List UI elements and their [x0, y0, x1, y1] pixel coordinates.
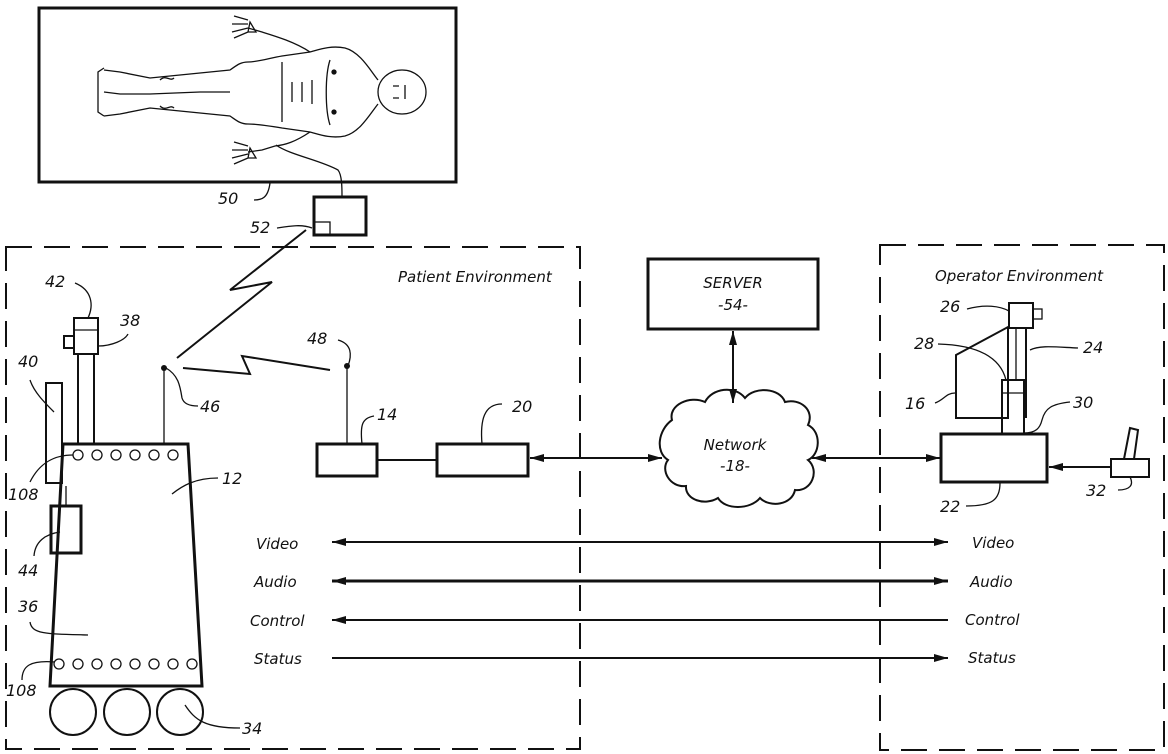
- label-108-top: 108: [8, 485, 39, 504]
- label-24: 24: [1083, 338, 1103, 357]
- label-12: 12: [222, 469, 242, 488]
- label-46: 46: [200, 397, 220, 416]
- label-26: 26: [940, 297, 960, 316]
- base-station: [317, 444, 377, 476]
- leader-38: [98, 334, 128, 346]
- label-22: 22: [940, 497, 960, 516]
- robot-monitor: [46, 383, 62, 483]
- leader-108-top: [30, 455, 73, 482]
- leader-16: [935, 393, 955, 403]
- label-20: 20: [512, 397, 532, 416]
- operator-speaker: [1002, 380, 1024, 434]
- leader-28: [938, 344, 1006, 380]
- label-42: 42: [45, 272, 65, 291]
- label-38: 38: [120, 311, 140, 330]
- server-title: SERVER: [703, 274, 763, 292]
- leader-20: [482, 404, 502, 444]
- label-44: 44: [18, 561, 38, 580]
- robot-body: [50, 444, 202, 686]
- remote-station: [941, 434, 1047, 482]
- label-30: 30: [1073, 393, 1093, 412]
- wheel: [104, 689, 150, 735]
- operator-environment-label: Operator Environment: [935, 267, 1104, 285]
- network-title: Network: [704, 436, 768, 454]
- channel-label-right-video: Video: [972, 534, 1014, 552]
- robot-camera-lens: [64, 336, 74, 348]
- robot-camera: [74, 318, 98, 354]
- remote-camera: [1009, 303, 1033, 328]
- joystick-stick: [1124, 428, 1138, 459]
- operator-environment-boundary: [880, 245, 1164, 750]
- leader-36: [30, 622, 88, 635]
- leader-40: [30, 380, 54, 412]
- remote-camera-lens: [1033, 309, 1042, 319]
- label-52: 52: [250, 218, 270, 237]
- wheel: [157, 689, 203, 735]
- wireless-link-sensor: [177, 230, 306, 358]
- leader-22: [966, 483, 1000, 506]
- label-48: 48: [307, 329, 327, 348]
- router: [437, 444, 528, 476]
- wheel: [50, 689, 96, 735]
- channel-label-left-control: Control: [250, 612, 305, 630]
- leader-30: [1024, 402, 1070, 433]
- sensor-cable: [276, 145, 342, 196]
- sensor-ring-bottom: [54, 659, 197, 669]
- leader-42: [75, 283, 91, 318]
- leader-46: [166, 368, 198, 406]
- label-34: 34: [242, 719, 262, 738]
- robot: [46, 318, 203, 735]
- network-ref: -18-: [720, 457, 750, 475]
- label-32: 32: [1086, 481, 1106, 500]
- sensor-unit: [314, 197, 366, 235]
- leader-24: [1030, 347, 1078, 350]
- leader-26: [967, 306, 1009, 311]
- label-16: 16: [905, 394, 925, 413]
- leader-12: [172, 478, 218, 494]
- leader-48: [338, 340, 350, 366]
- leader-34: [185, 705, 240, 728]
- patient-environment-label: Patient Environment: [398, 268, 553, 286]
- channel-label-left-status: Status: [254, 650, 302, 668]
- patient-figure: [98, 16, 426, 164]
- channels: Video Audio Control Status Video Audio C…: [250, 534, 1020, 668]
- label-14: 14: [377, 405, 397, 424]
- channel-label-right-audio: Audio: [969, 573, 1013, 591]
- label-50: 50: [218, 189, 238, 208]
- channel-label-left-video: Video: [256, 535, 298, 553]
- joystick-base: [1111, 459, 1149, 477]
- camera-mast: [78, 354, 94, 444]
- operator-monitor: [956, 327, 1008, 418]
- patient-environment-boundary: [6, 247, 580, 749]
- server-box: [648, 259, 818, 329]
- label-40: 40: [18, 352, 38, 371]
- leader-32: [1118, 477, 1132, 490]
- server-ref: -54-: [718, 296, 748, 314]
- sensor-ring-top: [73, 450, 178, 460]
- wireless-link-base: [183, 356, 330, 374]
- leader-52: [277, 226, 312, 228]
- channel-label-left-audio: Audio: [253, 573, 297, 591]
- sensor-unit-port: [314, 222, 330, 235]
- channel-label-right-status: Status: [968, 649, 1016, 667]
- leader-14: [361, 416, 374, 444]
- robot-speaker: [51, 506, 81, 553]
- patient-bed-frame: [39, 8, 456, 182]
- channel-label-right-control: Control: [965, 611, 1020, 629]
- label-28: 28: [914, 334, 934, 353]
- label-36: 36: [18, 597, 38, 616]
- label-108-bottom: 108: [6, 681, 37, 700]
- leader-50: [254, 183, 270, 200]
